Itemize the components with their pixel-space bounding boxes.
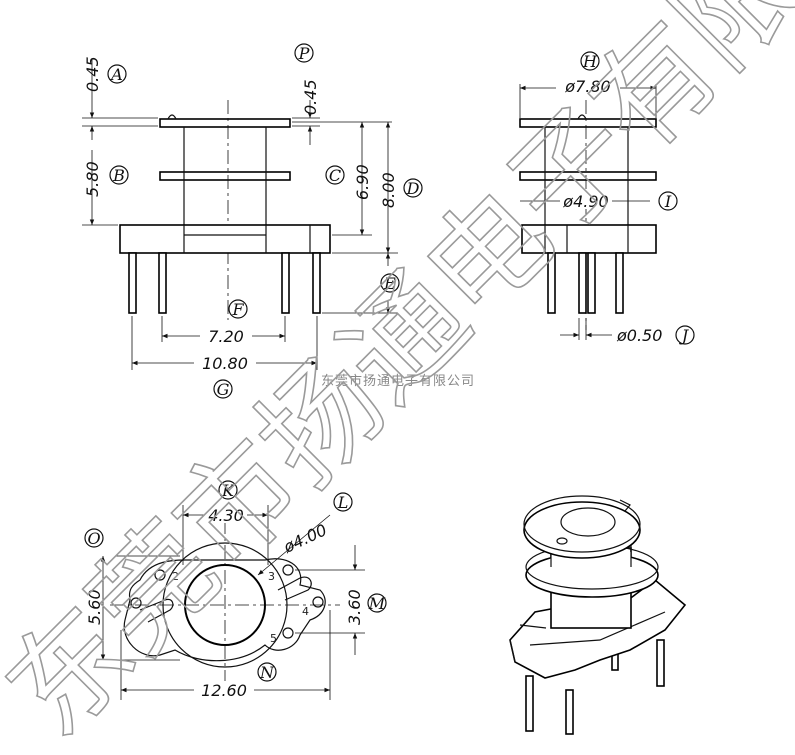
dim-j-label: ø0.50 bbox=[616, 326, 662, 345]
svg-text:L: L bbox=[337, 493, 349, 512]
svg-text:H: H bbox=[582, 52, 598, 71]
pin-4 bbox=[312, 252, 321, 314]
pin-label-3: 3 bbox=[268, 570, 275, 583]
tag-p: P bbox=[294, 43, 314, 63]
dim-n-label: 12.60 bbox=[201, 681, 247, 700]
svg-text:J: J bbox=[679, 326, 690, 345]
pin-1 bbox=[128, 252, 137, 314]
tag-h: H bbox=[580, 51, 600, 71]
svg-text:P: P bbox=[298, 44, 310, 63]
side-top-flange bbox=[519, 118, 657, 128]
svg-text:N: N bbox=[259, 663, 275, 682]
tag-b: B bbox=[109, 165, 129, 185]
tag-f: F bbox=[228, 299, 248, 319]
tag-n: N bbox=[257, 662, 277, 682]
dim-k-label: 4.30 bbox=[208, 506, 244, 525]
tag-j: J bbox=[675, 325, 695, 345]
dim-f-label: 7.20 bbox=[208, 327, 244, 346]
pin-hole-5 bbox=[282, 627, 294, 639]
side-middle-flange bbox=[519, 171, 657, 181]
side-view: ø7.80 ø4.90 ø0.50 H I J bbox=[519, 51, 695, 345]
dim-o-label: 5.60 bbox=[85, 589, 104, 625]
svg-text:E: E bbox=[383, 274, 396, 293]
tag-k: K bbox=[218, 480, 238, 500]
tag-o: O bbox=[84, 528, 104, 548]
tag-i: I bbox=[658, 191, 678, 211]
svg-text:F: F bbox=[231, 300, 244, 319]
tag-m: M bbox=[367, 593, 387, 613]
tag-d: D bbox=[403, 178, 423, 198]
svg-text:I: I bbox=[664, 192, 672, 211]
pin-hole-2 bbox=[154, 569, 166, 581]
pin-label-2: 2 bbox=[172, 570, 179, 583]
dim-h-label: ø7.80 bbox=[564, 77, 610, 96]
pin-label-5: 5 bbox=[270, 632, 277, 645]
svg-text:B: B bbox=[112, 166, 125, 185]
company-label: 东莞市扬通电子有限公司 bbox=[321, 373, 475, 389]
tag-c: C bbox=[325, 165, 345, 185]
dim-i-label: ø4.90 bbox=[562, 192, 608, 211]
pin-label-4: 4 bbox=[302, 605, 309, 618]
pin-3 bbox=[281, 252, 290, 314]
front-view: 0.45 5.80 0.45 6.90 8.00 7.20 10.80 A P … bbox=[82, 43, 423, 399]
iso-top-flange bbox=[523, 501, 641, 559]
tag-a: A bbox=[107, 64, 127, 84]
iso-core-opening bbox=[560, 507, 616, 537]
middle-flange bbox=[159, 171, 291, 181]
tag-e: E bbox=[380, 273, 400, 293]
svg-text:C: C bbox=[329, 166, 341, 185]
svg-text:M: M bbox=[368, 594, 386, 613]
base-outline bbox=[123, 558, 326, 662]
dim-d-label: 8.00 bbox=[379, 172, 398, 208]
svg-text:A: A bbox=[109, 65, 123, 84]
isometric-view bbox=[509, 495, 687, 735]
dim-g-label: 10.80 bbox=[202, 354, 248, 373]
dim-b-label: 5.80 bbox=[83, 161, 102, 197]
dim-p-label: 0.45 bbox=[301, 79, 320, 115]
svg-text:K: K bbox=[221, 481, 235, 500]
pin-hole-3 bbox=[282, 564, 294, 576]
svg-text:D: D bbox=[406, 179, 420, 198]
pin-hole-4 bbox=[312, 596, 324, 608]
dim-c-label: 6.90 bbox=[353, 164, 372, 200]
svg-text:O: O bbox=[87, 529, 100, 548]
tag-l: L bbox=[333, 492, 353, 512]
top-flange bbox=[159, 118, 291, 128]
tag-g: G bbox=[213, 379, 233, 399]
pin-hole-left-1 bbox=[130, 597, 142, 609]
top-notch bbox=[167, 114, 177, 120]
dim-m-label: 3.60 bbox=[345, 589, 364, 625]
base-block bbox=[119, 224, 331, 254]
pin-2 bbox=[158, 252, 167, 314]
svg-text:G: G bbox=[217, 380, 230, 399]
dim-a-label: 0.45 bbox=[83, 56, 102, 92]
